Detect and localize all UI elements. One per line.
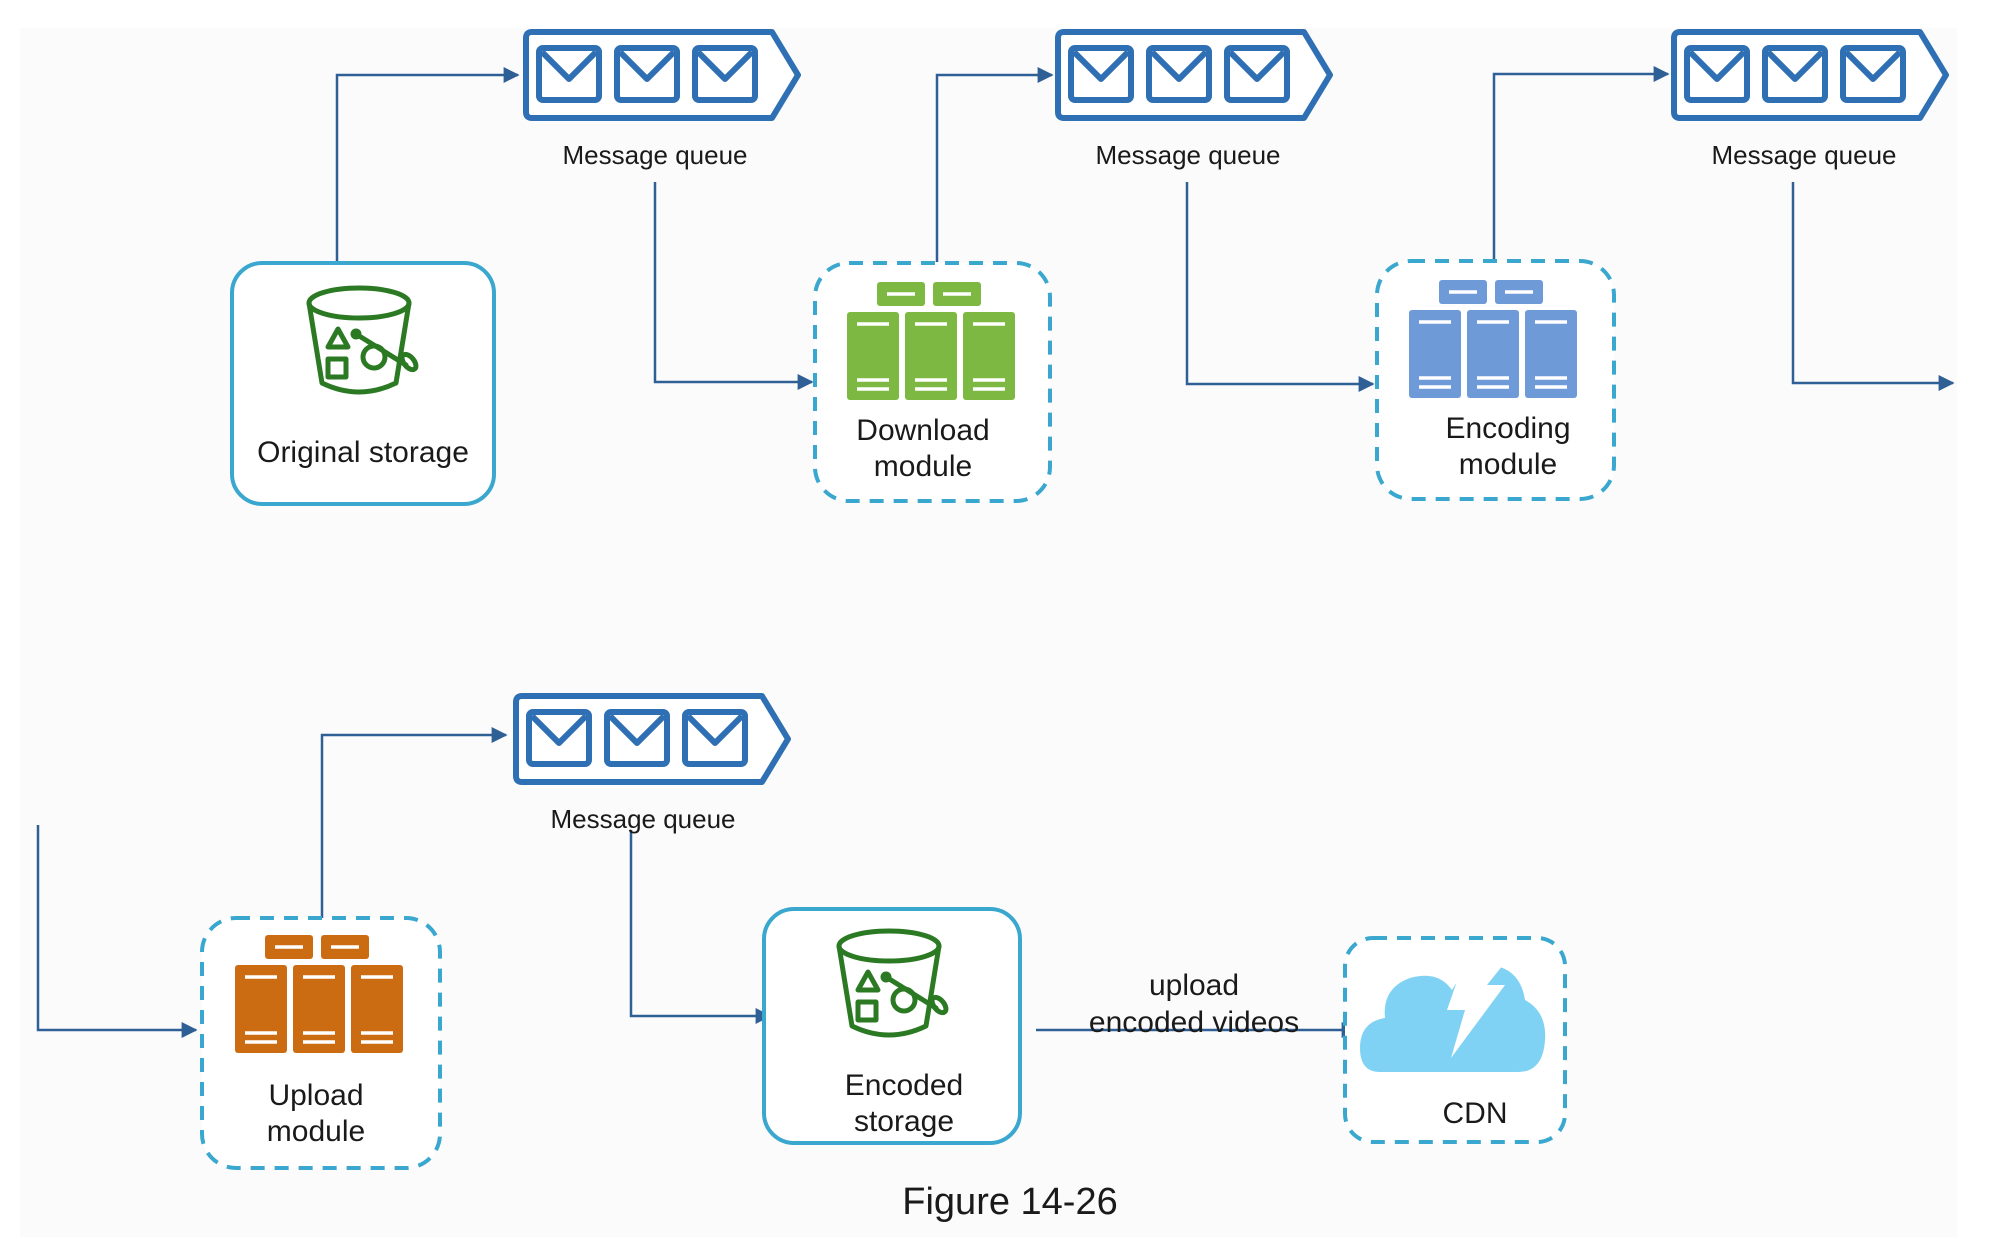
edge-q3-continue	[1791, 182, 1955, 391]
encoding-module-label: Encoding module	[1378, 411, 1638, 483]
upload-module-label: Upload module	[186, 1078, 446, 1150]
edge-continue-to-upload	[36, 825, 198, 1038]
queue-label: Message queue	[1711, 140, 1897, 170]
download-module-label-line2: module	[873, 450, 973, 483]
cdn-label: CDN	[1442, 1097, 1508, 1130]
edge-label-line1: upload	[1148, 969, 1240, 1002]
queue-label: Message queue	[550, 804, 736, 834]
message-queue-icon	[526, 32, 798, 118]
message-queue-icon	[516, 696, 788, 782]
edge-original-to-q1	[335, 67, 520, 262]
encoded-storage-label: Encoded storage	[774, 1068, 1034, 1140]
download-module-label-line1: Download	[856, 414, 990, 447]
edge-q2-to-encoding	[1185, 182, 1375, 392]
upload-module-label-line1: Upload	[268, 1079, 364, 1112]
message-queue-icon	[1674, 32, 1946, 118]
figure-caption: Figure 14-26	[902, 1181, 1118, 1223]
original-storage-label: Original storage	[257, 436, 469, 469]
encoded-storage-node[interactable]	[762, 907, 1022, 1145]
queue-label: Message queue	[1095, 140, 1281, 170]
message-queue-icon	[1058, 32, 1330, 118]
edge-encoding-to-q3	[1492, 66, 1670, 262]
encoded-storage-label-line1: Encoded	[844, 1069, 964, 1102]
download-module-label: Download module	[793, 413, 1053, 485]
encoding-module-label-line2: module	[1458, 448, 1558, 481]
encoding-module-label-line1: Encoding	[1445, 412, 1571, 445]
edge-q4-to-encoded	[629, 830, 772, 1024]
original-storage-node[interactable]	[230, 261, 496, 506]
edge-label-upload-encoded: upload encoded videos	[1044, 968, 1344, 1042]
edge-label-line2: encoded videos	[1088, 1005, 1300, 1039]
queue-label: Message queue	[562, 140, 748, 170]
cloud-lightning-icon	[1360, 950, 1546, 1072]
encoded-storage-label-line2: storage	[853, 1105, 955, 1138]
upload-module-label-line2: module	[266, 1115, 366, 1148]
edge-download-to-q2	[935, 67, 1054, 262]
edge-upload-to-q4	[320, 727, 508, 920]
edge-q1-to-download	[653, 182, 814, 390]
